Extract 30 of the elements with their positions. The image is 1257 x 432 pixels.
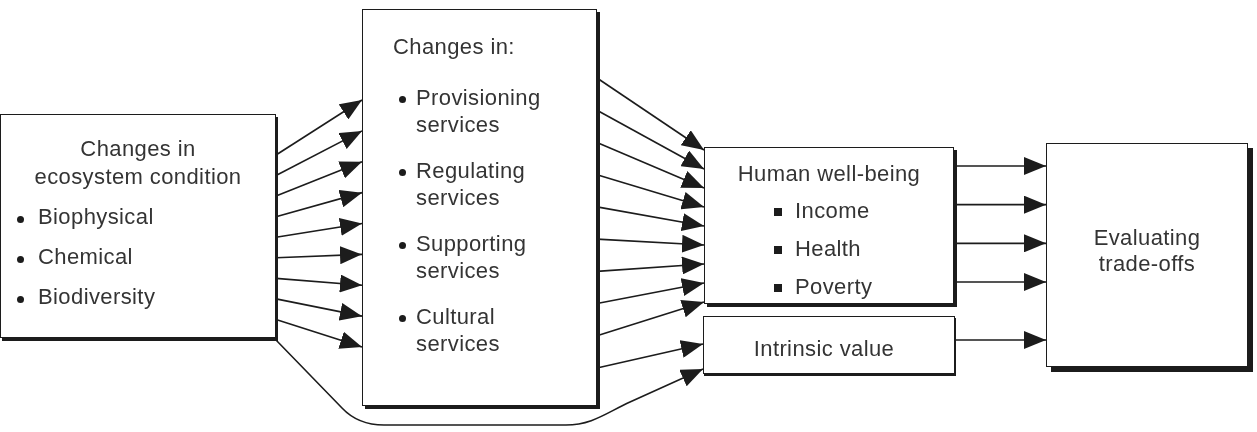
list-item-text: Biophysical [38,203,154,231]
list-item-text: Income [795,197,870,224]
heading-text: Changes in ecosystem condition [33,135,243,191]
arrow [275,246,363,265]
list-item-text: Biodiversity [38,283,156,311]
concept-box [704,147,954,304]
list-item-text: Poverty [795,273,873,300]
arrow [275,130,363,177]
concept-box [703,316,955,374]
arrow [275,218,363,238]
arrow [275,274,363,293]
arrow [954,331,1047,349]
list-item-text: Cultural services [416,303,501,357]
arrow [275,189,363,218]
box-text: Evaluating trade-offs [1092,225,1202,277]
list-item-text: Chemical [38,243,133,271]
arrow [275,99,363,156]
arrow [275,318,363,349]
list-item-text: Regulating services [416,157,527,211]
curved-arrow [275,339,704,426]
arrow [275,160,363,197]
heading-text: Human well-being [737,160,921,187]
list-item-text: Supporting services [416,230,528,284]
list-item-text: Provisioning services [416,84,542,138]
concept-box [0,114,276,338]
box-text: Intrinsic value [753,336,895,362]
arrow [275,298,363,321]
heading-text: Changes in: [393,33,515,60]
concept-box [362,9,597,406]
list-item-text: Health [795,235,861,262]
